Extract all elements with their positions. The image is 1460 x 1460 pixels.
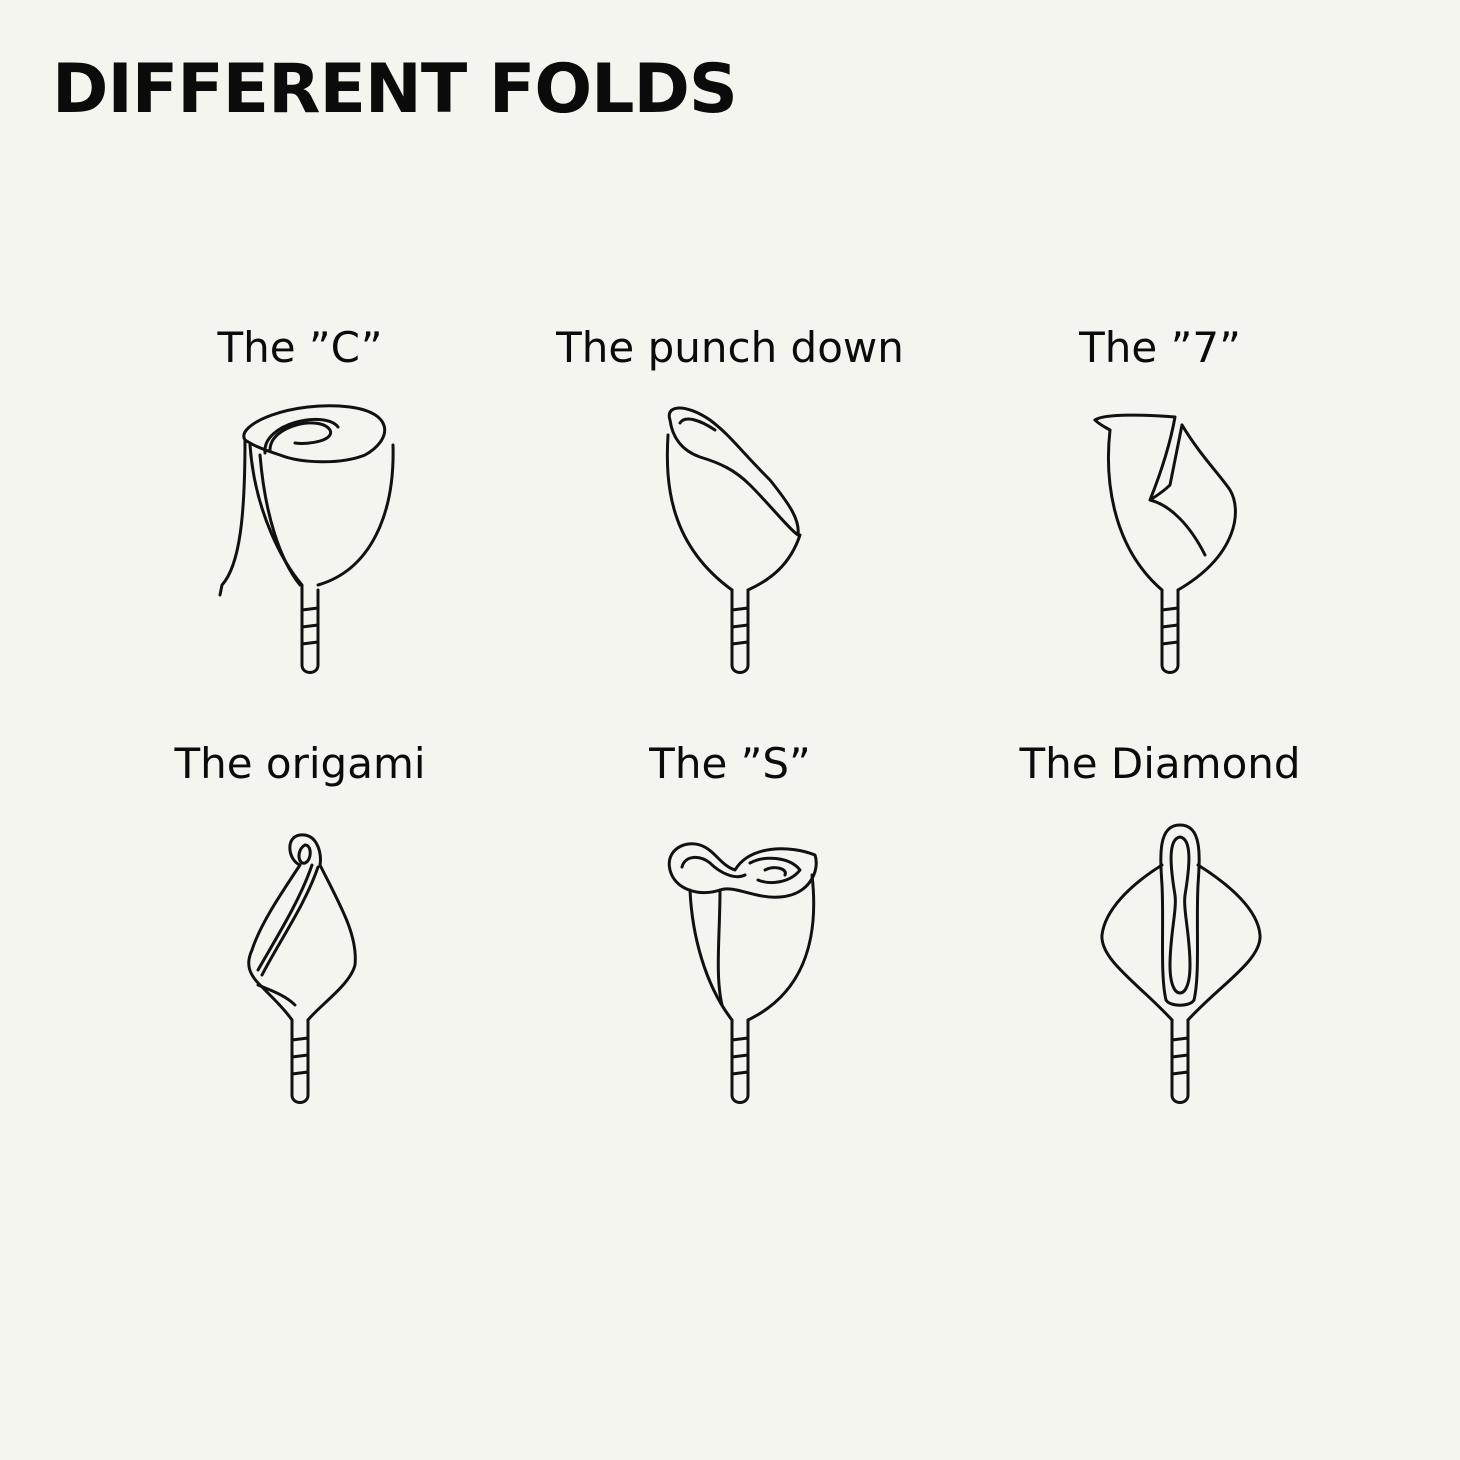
fold-label-punch-down: The punch down: [556, 323, 904, 372]
diamond-fold-cup-icon: [1080, 823, 1280, 1125]
fold-label-seven: The ”7”: [1079, 323, 1241, 372]
fold-label-origami: The origami: [174, 739, 426, 788]
fold-label-s: The ”S”: [649, 739, 811, 788]
fold-label-diamond: The Diamond: [1019, 739, 1301, 788]
seven-fold-cup-icon: [1070, 395, 1270, 695]
punch-down-fold-cup-icon: [640, 395, 840, 695]
page-title: DIFFERENT FOLDS: [52, 50, 738, 129]
s-fold-cup-icon: [640, 825, 840, 1125]
origami-fold-cup-icon: [200, 825, 400, 1125]
c-fold-cup-icon: [210, 395, 410, 695]
fold-label-c: The ”C”: [217, 323, 383, 372]
